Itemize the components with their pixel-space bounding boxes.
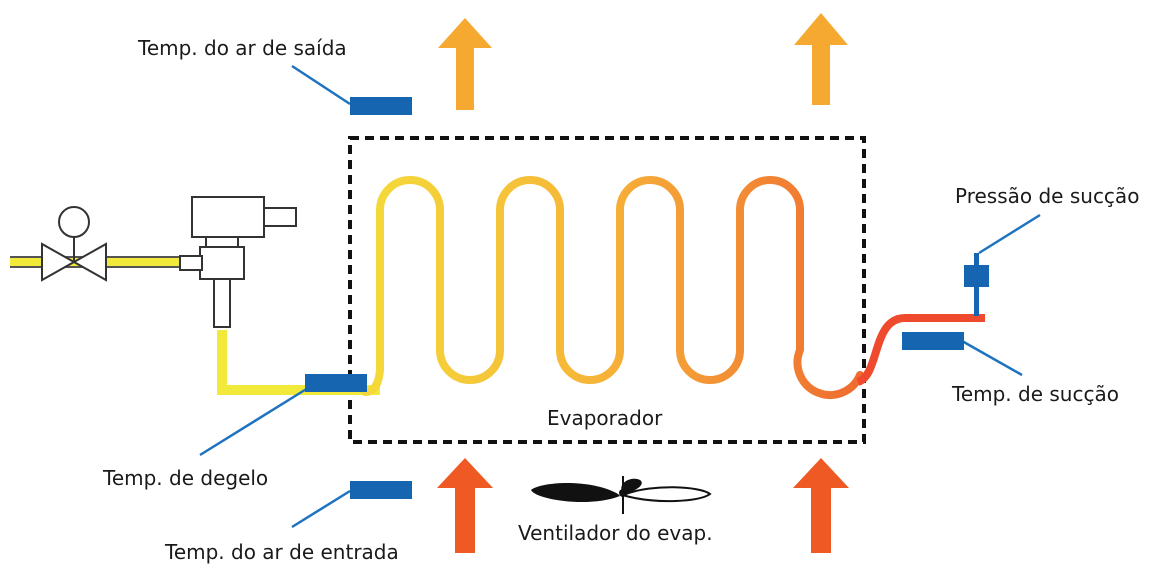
evaporator-label: Evaporador bbox=[547, 406, 663, 430]
suction-line bbox=[856, 314, 985, 386]
air-out-arrow-right bbox=[794, 13, 848, 105]
air-out-arrow-left bbox=[438, 18, 492, 110]
evaporator-box bbox=[348, 136, 866, 444]
air-out-temp-sensor bbox=[350, 97, 412, 115]
solenoid-valve-icon bbox=[179, 196, 297, 328]
evaporator-fan-label: Ventilador do evap. bbox=[518, 521, 713, 545]
defrost-temp-sensor bbox=[305, 374, 367, 392]
air-in-temp-sensor bbox=[350, 481, 412, 499]
expansion-valve-icon bbox=[41, 206, 107, 282]
pressure-transducer-icon bbox=[964, 253, 989, 316]
evaporator-coil bbox=[361, 176, 864, 399]
air-in-arrow-left bbox=[437, 458, 493, 553]
air-in-arrow-right bbox=[793, 458, 849, 553]
leader-lines bbox=[199, 64, 1041, 529]
air-out-temp-label: Temp. do ar de saída bbox=[137, 36, 347, 60]
air-in-temp-label: Temp. do ar de entrada bbox=[164, 540, 399, 564]
fan-icon bbox=[531, 476, 712, 514]
defrost-temp-label: Temp. de degelo bbox=[102, 466, 268, 490]
suction-temp-sensor bbox=[902, 332, 964, 350]
suction-pressure-label: Pressão de sucção bbox=[955, 184, 1139, 208]
liquid-line bbox=[10, 256, 380, 395]
suction-temp-label: Temp. de sucção bbox=[951, 382, 1119, 406]
